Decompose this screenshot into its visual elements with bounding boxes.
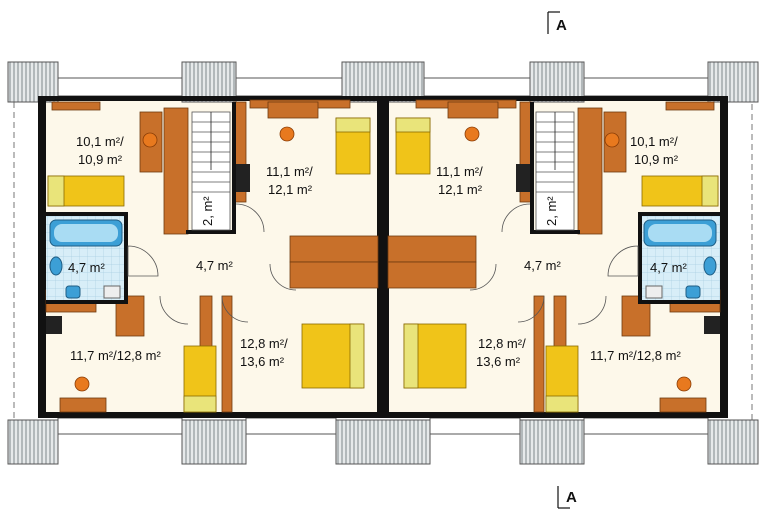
section-label-bottom: A <box>566 489 577 506</box>
label-hall-right: 4,7 m² <box>524 258 562 273</box>
section-label-top: A <box>556 17 567 34</box>
label-top-mid-right-2: 12,1 m² <box>438 182 483 197</box>
label-top-right-room-2: 10,9 m² <box>634 152 679 167</box>
label-bottom-mid-left-2: 13,6 m² <box>240 354 285 369</box>
label-top-left-room: 10,1 m²/ <box>76 134 124 149</box>
roof-windows-top <box>7 61 759 103</box>
cooktops <box>46 164 720 334</box>
exterior-walls <box>38 96 728 418</box>
label-top-right-room: 10,1 m²/ <box>630 134 678 149</box>
bathroom-left <box>46 216 124 300</box>
label-bottom-mid-right-2: 13,6 m² <box>476 354 521 369</box>
label-bottom-right-room: 11,7 m²/12,8 m² <box>590 348 681 363</box>
room-labels: 10,1 m²/ 10,9 m² 11,1 m²/ 12,1 m² 11,1 m… <box>68 134 688 369</box>
partition-walls <box>46 102 720 304</box>
label-hall-left: 4,7 m² <box>196 258 234 273</box>
roof-windows-bottom <box>7 417 759 465</box>
label-bath-right: 4,7 m² <box>650 260 688 275</box>
label-bottom-left-room: 11,7 m²/12,8 m² <box>70 348 161 363</box>
section-marker-top: A <box>547 11 567 34</box>
label-stair-left: 2, m² <box>200 196 215 226</box>
label-bottom-mid-left: 12,8 m²/ <box>240 336 288 351</box>
label-bath-left: 4,7 m² <box>68 260 106 275</box>
label-top-mid-left-2: 12,1 m² <box>268 182 313 197</box>
section-marker-bottom: A <box>557 486 577 509</box>
label-top-mid-left: 11,1 m²/ <box>266 164 313 179</box>
label-top-mid-right: 11,1 m²/ <box>436 164 483 179</box>
label-bottom-mid-right: 12,8 m²/ <box>478 336 526 351</box>
label-top-left-room-2: 10,9 m² <box>78 152 123 167</box>
stairs-right <box>535 111 575 231</box>
stairs-left <box>191 111 231 231</box>
beds <box>47 117 719 413</box>
chairs <box>74 126 692 392</box>
eaves-outline <box>13 91 753 433</box>
label-stair-right: 2, m² <box>544 196 559 226</box>
door-swings <box>127 203 639 325</box>
bathroom-right <box>642 216 720 300</box>
